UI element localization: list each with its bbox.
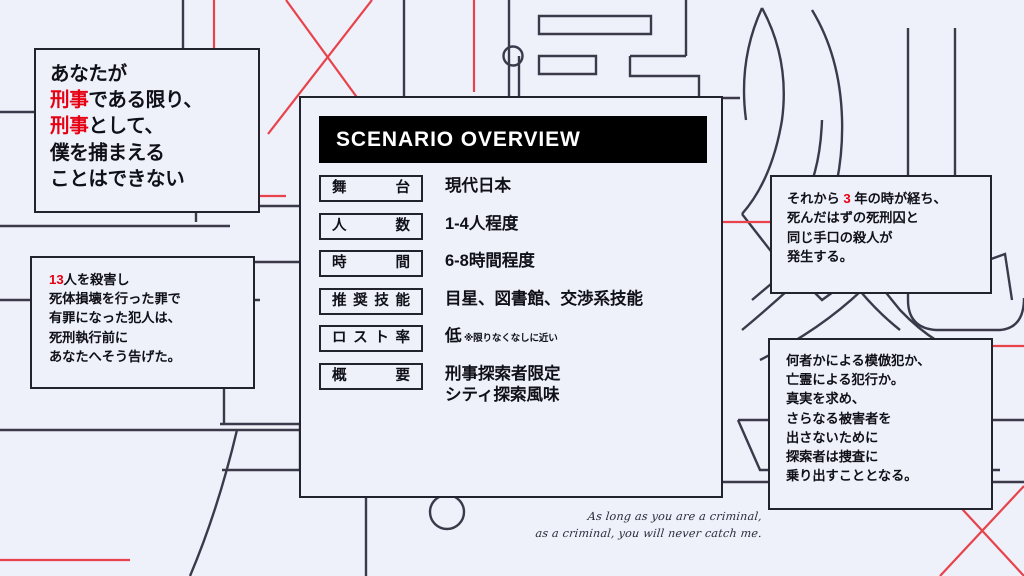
callout-line: あなたが xyxy=(50,61,258,87)
body-text: 同じ手口の殺人が xyxy=(787,229,893,245)
highlight-text: 3 xyxy=(843,191,851,206)
spec-row-label-text: ロスト率 xyxy=(332,330,410,347)
callout-line: 真実を求め、 xyxy=(786,389,991,408)
body-text: 真実を求め、 xyxy=(786,391,866,407)
spec-row-value-text: 現代日本 xyxy=(445,177,511,195)
spec-row-label-text: 時間 xyxy=(332,255,410,272)
callout-line: さらなる被害者を xyxy=(786,409,991,428)
callout-line: 乗り出すこととなる。 xyxy=(786,466,991,485)
spec-row-label: 舞台 xyxy=(319,175,423,202)
body-text: 有罪になった犯人は、 xyxy=(49,310,181,326)
handwritten-quote-line-2: as a criminal, you will never catch me. xyxy=(534,527,763,541)
body-text: さらなる被害者を xyxy=(786,410,892,426)
spec-row: 概要 刑事探索者限定 シティ探索風味 xyxy=(319,362,711,407)
spec-row-value: 目星、図書館、交渉系技能 xyxy=(445,288,643,310)
callout-line: 有罪になった犯人は、 xyxy=(49,308,253,327)
callout-line: 発生する。 xyxy=(787,247,990,266)
spec-row: 人数 1-4人程度 xyxy=(319,212,711,240)
spec-row: 時間 6-8時間程度 xyxy=(319,250,711,277)
quote-callout-box: あなたが刑事である限り、刑事として、僕を捕まえることはできない xyxy=(34,48,260,213)
scenario-spec-list: 舞台 現代日本人数 1-4人程度時間 6-8時間程度推奨技能 目星、図書館、交渉系技能ロ… xyxy=(319,175,711,417)
body-text: 乗り出すこととなる。 xyxy=(786,468,918,484)
body-text: 探索者は捜査に xyxy=(786,449,879,465)
callout-line: 13人を殺害し xyxy=(49,270,253,289)
spec-row-value: 低 ※限りなくなしに近い xyxy=(445,325,558,347)
panel-title: SCENARIO OVERVIEW xyxy=(336,127,581,151)
body-text: 人を殺害し xyxy=(63,272,130,287)
body-text: 僕を捕まえる xyxy=(50,141,165,164)
spec-row-label: 時間 xyxy=(319,250,423,277)
callout-line: 刑事として、 xyxy=(50,113,258,139)
callout-line: あなたへそう告げた。 xyxy=(49,347,253,366)
spec-row-label-text: 推奨技能 xyxy=(332,292,410,309)
investigation-callout-box: 何者かによる模倣犯か、亡霊による犯行か。真実を求め、さらなる被害者を出さないため… xyxy=(768,338,993,510)
spec-row-value: 現代日本 xyxy=(445,175,511,197)
scenario-overview-panel: SCENARIO OVERVIEW 舞台 現代日本人数 1-4人程度時間 6-8時間程… xyxy=(299,96,723,498)
body-text: 発生する。 xyxy=(787,249,853,265)
callout-line: 出さないために xyxy=(786,428,991,447)
spec-row: 推奨技能 目星、図書館、交渉系技能 xyxy=(319,287,711,315)
callout-line: 探索者は捜査に xyxy=(786,447,991,466)
body-text: あなたへそう告げた。 xyxy=(49,348,181,364)
callout-line: それから 3 年の時が経ち、 xyxy=(787,189,990,208)
callout-line: 死体損壊を行った罪で xyxy=(49,289,253,308)
highlight-text: 刑事 xyxy=(50,115,89,138)
body-text: 死刑執行前に xyxy=(49,329,129,345)
highlight-text: 13 xyxy=(49,272,64,287)
body-text: 何者かによる模倣犯か、 xyxy=(786,353,931,368)
spec-row-value-text: 6-8時間程度 xyxy=(445,252,535,270)
callout-line: 僕を捕まえる xyxy=(50,140,258,166)
spec-row-label-text: 人数 xyxy=(332,217,410,234)
spec-row-value: 刑事探索者限定 シティ探索風味 xyxy=(445,363,561,407)
callout-line: 刑事である限り、 xyxy=(50,87,258,113)
body-text: 亡霊による犯行か。 xyxy=(786,372,905,388)
callout-line: ことはできない xyxy=(50,166,258,192)
spec-row-label: ロスト率 xyxy=(319,325,423,352)
spec-row-value-text: 刑事探索者限定 シティ探索風味 xyxy=(445,364,561,404)
callout-line: 死刑執行前に xyxy=(49,328,253,347)
spec-row-label: 推奨技能 xyxy=(319,287,423,315)
spec-row-label-text: 概要 xyxy=(332,367,410,384)
body-text: あなたが xyxy=(50,63,127,85)
body-text: それから xyxy=(787,191,844,206)
spec-row-value-text: 低 xyxy=(445,327,462,345)
callout-line: 何者かによる模倣犯か、 xyxy=(786,351,991,370)
callout-line: 亡霊による犯行か。 xyxy=(786,370,991,389)
handwritten-quote-line-1: As long as you are a criminal, xyxy=(587,510,763,523)
spec-row: 舞台 現代日本 xyxy=(319,175,711,202)
body-text: 出さないために xyxy=(786,429,879,445)
spec-row-label: 人数 xyxy=(319,212,423,240)
spec-row-label: 概要 xyxy=(319,362,423,390)
spec-row-value: 6-8時間程度 xyxy=(445,250,535,272)
body-text: 年の時が経ち、 xyxy=(850,191,947,206)
body-text: 死体損壊を行った罪で xyxy=(49,291,181,307)
backstory-callout-box: 13人を殺害し死体損壊を行った罪で有罪になった犯人は、死刑執行前にあなたへそう告… xyxy=(30,256,255,389)
spec-row-note: ※限りなくなしに近い xyxy=(461,333,558,344)
spec-row-value-text: 1-4人程度 xyxy=(445,214,519,233)
body-text: ことはできない xyxy=(50,167,185,190)
callout-line: 死んだはずの死刑囚と xyxy=(787,208,990,227)
spec-row-value: 1-4人程度 xyxy=(445,213,518,235)
spec-row: ロスト率 低 ※限りなくなしに近い xyxy=(319,325,711,352)
spec-row-value-text: 目星、図書館、交渉系技能 xyxy=(445,289,643,308)
spec-row-label-text: 舞台 xyxy=(332,180,410,197)
handwritten-quote: As long as you are a criminal, as a crim… xyxy=(462,508,763,542)
body-text: である限り、 xyxy=(88,89,203,112)
callout-line: 同じ手口の殺人が xyxy=(787,228,990,247)
body-text: 死んだはずの死刑囚と xyxy=(787,210,919,226)
body-text: として、 xyxy=(88,115,164,138)
timeskip-callout-box: それから 3 年の時が経ち、死んだはずの死刑囚と同じ手口の殺人が発生する。 xyxy=(770,175,992,294)
highlight-text: 刑事 xyxy=(50,89,89,112)
panel-header-bar: SCENARIO OVERVIEW xyxy=(319,116,707,163)
